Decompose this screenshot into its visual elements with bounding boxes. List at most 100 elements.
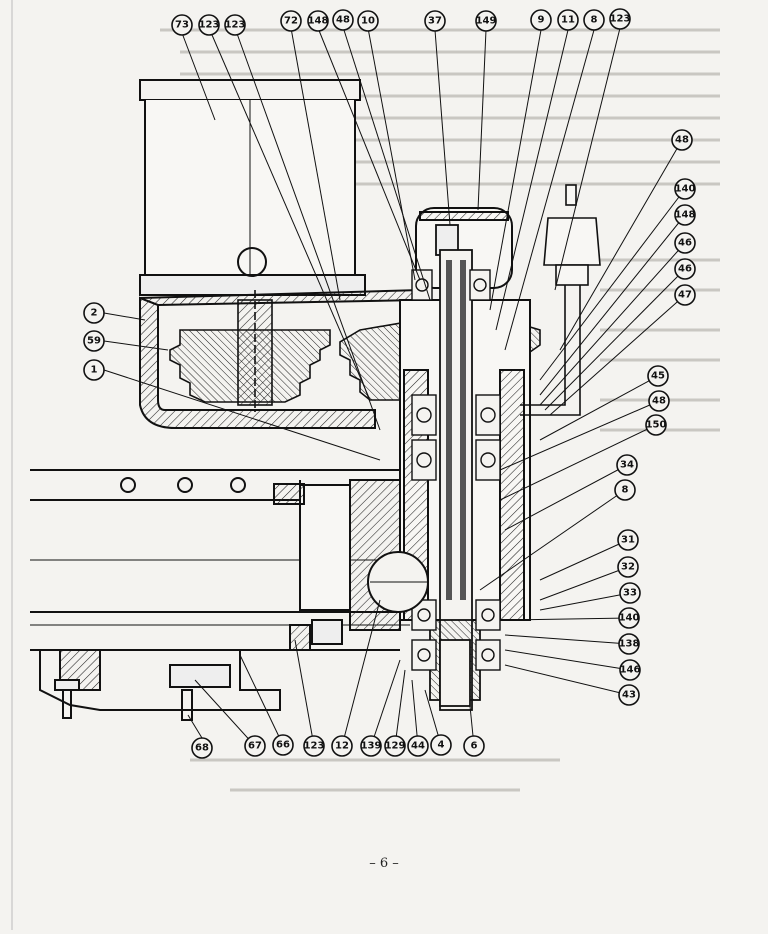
base <box>39 619 343 721</box>
svg-text:73: 73 <box>175 20 189 31</box>
callout: 129 <box>384 735 406 757</box>
callout: 68 <box>191 737 213 759</box>
svg-text:4: 4 <box>438 740 445 751</box>
callout: 146 <box>619 659 641 681</box>
svg-text:123: 123 <box>304 741 325 752</box>
svg-text:66: 66 <box>276 740 290 751</box>
svg-text:140: 140 <box>675 184 696 195</box>
callout: 37 <box>424 10 446 32</box>
callout: 66 <box>272 734 294 756</box>
callout: 48 <box>648 390 670 412</box>
svg-text:48: 48 <box>336 15 350 26</box>
callout: 6 <box>463 735 485 757</box>
callouts-bottom: 68 67 66 123 12 139 129 44 4 6 <box>191 734 485 759</box>
leader-lines <box>103 26 686 747</box>
svg-text:138: 138 <box>619 639 640 650</box>
svg-text:123: 123 <box>225 20 246 31</box>
callout: 1 <box>83 359 105 381</box>
svg-text:150: 150 <box>646 420 667 431</box>
svg-text:72: 72 <box>284 16 298 27</box>
svg-text:9: 9 <box>538 15 545 26</box>
oiler <box>520 184 601 416</box>
callout: 12 <box>331 735 353 757</box>
callout: 46 <box>674 232 696 254</box>
callout: 139 <box>360 735 382 757</box>
svg-text:47: 47 <box>678 290 692 301</box>
spindle <box>429 224 481 711</box>
motor-pulley <box>169 290 331 412</box>
svg-text:123: 123 <box>199 20 220 31</box>
svg-text:2: 2 <box>91 308 98 319</box>
svg-text:46: 46 <box>678 264 692 275</box>
svg-text:146: 146 <box>620 665 641 676</box>
svg-text:68: 68 <box>195 743 209 754</box>
callout: 73 <box>171 14 193 36</box>
callout: 59 <box>83 330 105 352</box>
svg-text:37: 37 <box>428 16 442 27</box>
svg-text:32: 32 <box>621 562 635 573</box>
column-arm <box>30 469 429 651</box>
belt-housing <box>139 288 421 429</box>
svg-text:6: 6 <box>471 741 478 752</box>
svg-text:11: 11 <box>561 15 575 26</box>
callout: 123 <box>303 735 325 757</box>
callout: 123 <box>224 14 246 36</box>
svg-text:1: 1 <box>91 365 98 376</box>
svg-text:33: 33 <box>623 588 637 599</box>
callout: 34 <box>616 454 638 476</box>
callout: 43 <box>618 684 640 706</box>
svg-text:12: 12 <box>335 741 349 752</box>
callout: 33 <box>619 582 641 604</box>
callout: 8 <box>583 9 605 31</box>
svg-text:48: 48 <box>675 135 689 146</box>
svg-text:44: 44 <box>411 741 425 752</box>
bearings <box>411 269 501 671</box>
svg-text:148: 148 <box>675 210 696 221</box>
callout: 149 <box>475 10 497 32</box>
callout: 47 <box>674 284 696 306</box>
callout: 123 <box>198 14 220 36</box>
callout: 140 <box>618 607 640 629</box>
callout: 44 <box>407 735 429 757</box>
callout: 148 <box>674 204 696 226</box>
svg-text:46: 46 <box>678 238 692 249</box>
svg-text:139: 139 <box>361 741 382 752</box>
callout: 150 <box>645 414 667 436</box>
svg-text:8: 8 <box>622 485 629 496</box>
callout: 148 <box>307 10 329 32</box>
svg-text:123: 123 <box>610 14 631 25</box>
callout: 138 <box>618 633 640 655</box>
callout: 48 <box>671 129 693 151</box>
callouts-left: 2 59 1 <box>83 302 105 381</box>
svg-text:67: 67 <box>248 741 262 752</box>
callout: 9 <box>530 9 552 31</box>
callout: 4 <box>430 734 452 756</box>
svg-text:59: 59 <box>87 336 101 347</box>
callout: 32 <box>617 556 639 578</box>
callout: 46 <box>674 258 696 280</box>
svg-text:149: 149 <box>476 16 497 27</box>
callout: 140 <box>674 178 696 200</box>
callout: 48 <box>332 9 354 31</box>
svg-text:48: 48 <box>652 396 666 407</box>
callouts-top: 73 123 123 72 148 48 10 37 149 9 11 8 12… <box>171 8 631 36</box>
callout: 67 <box>244 735 266 757</box>
svg-text:43: 43 <box>622 690 636 701</box>
callout: 31 <box>617 529 639 551</box>
callout: 10 <box>357 10 379 32</box>
svg-text:45: 45 <box>651 371 665 382</box>
svg-text:31: 31 <box>621 535 635 546</box>
callout: 11 <box>557 9 579 31</box>
callout: 2 <box>83 302 105 324</box>
callout: 123 <box>609 8 631 30</box>
callout: 8 <box>614 479 636 501</box>
motor <box>139 79 366 296</box>
page-number: – 6 – <box>369 856 399 871</box>
svg-text:10: 10 <box>361 16 375 27</box>
svg-text:34: 34 <box>620 460 634 471</box>
svg-text:140: 140 <box>619 613 640 624</box>
svg-text:129: 129 <box>385 741 406 752</box>
svg-text:148: 148 <box>308 16 329 27</box>
